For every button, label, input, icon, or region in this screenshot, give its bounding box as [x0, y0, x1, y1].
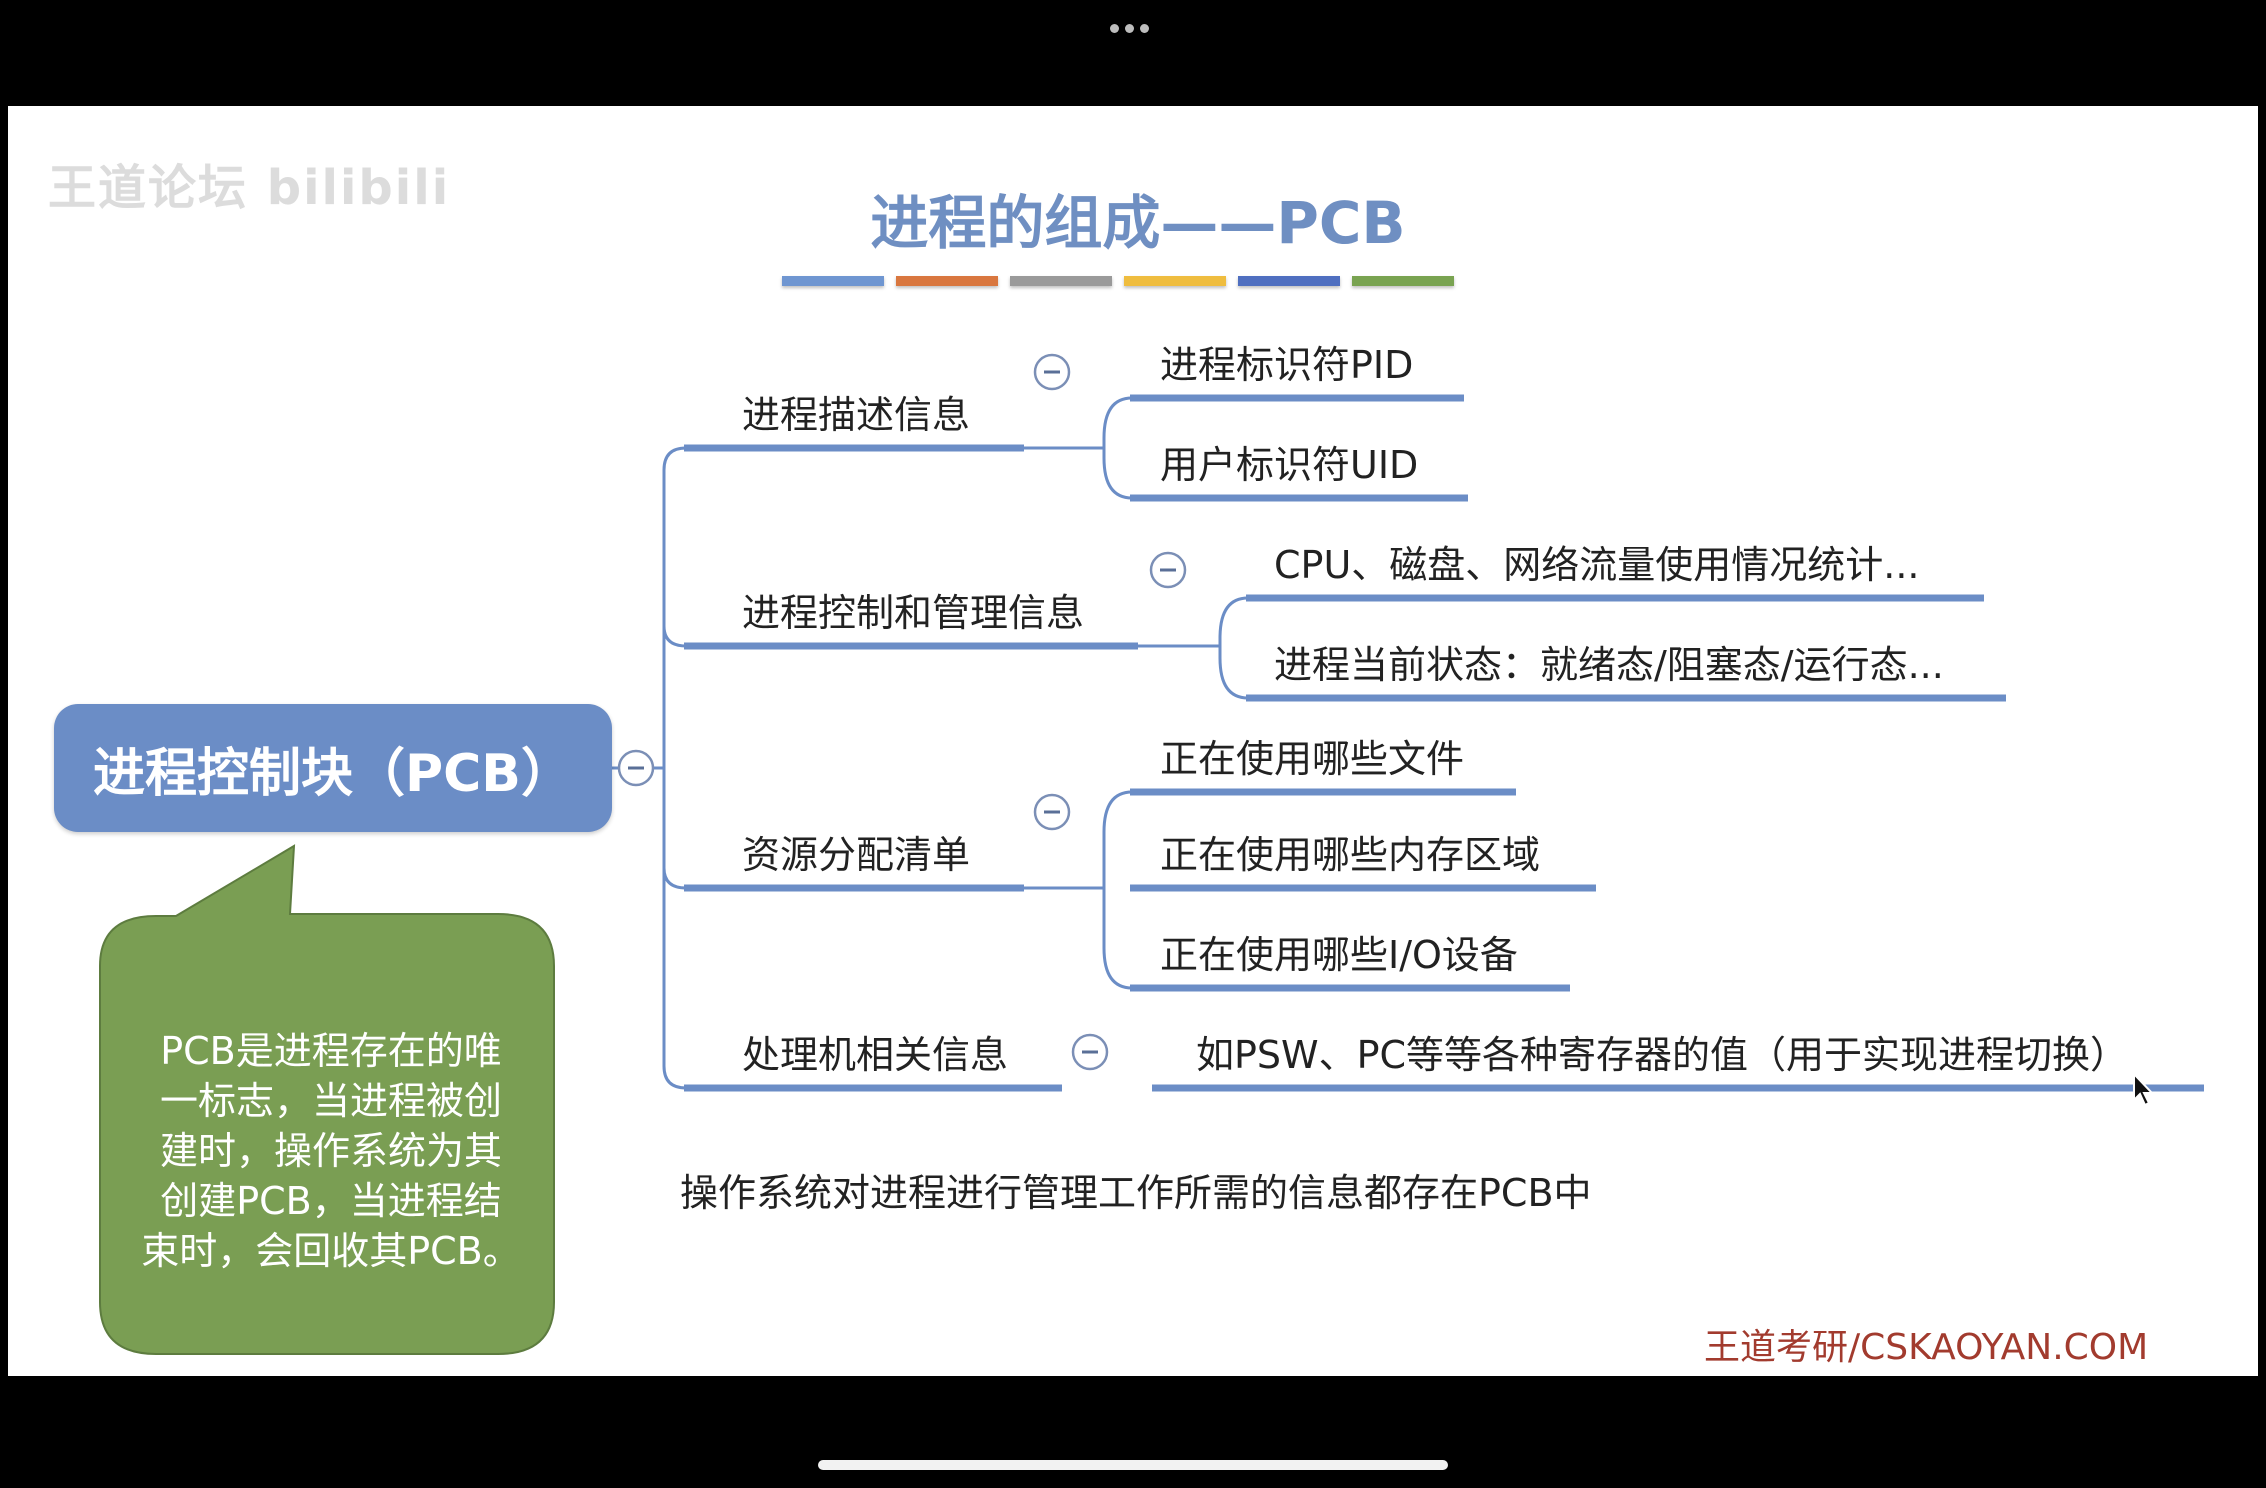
branch-node-label[interactable]: 进程控制和管理信息	[742, 591, 1085, 635]
callout-line: 一标志，当进程被创	[159, 1079, 502, 1123]
collapse-icon-branch[interactable]	[1071, 1033, 1109, 1071]
child-node-label[interactable]: 正在使用哪些I/O设备	[1160, 933, 1518, 977]
child-node-label[interactable]: 如PSW、PC等等各种寄存器的值（用于实现进程切换）	[1196, 1033, 2129, 1077]
callout-line: 束时，会回收其PCB。	[141, 1229, 521, 1273]
color-bar-segment	[1352, 276, 1454, 286]
callout-line: 建时，操作系统为其	[159, 1129, 502, 1173]
color-bar-segment	[896, 276, 998, 286]
root-node-pcb[interactable]: 进程控制块（PCB）	[54, 704, 612, 832]
collapse-icon-root[interactable]	[617, 749, 655, 787]
trunk-branch	[662, 867, 687, 890]
branch-node-label[interactable]: 进程描述信息	[742, 393, 971, 437]
window-menu-dots[interactable]	[1110, 18, 1155, 37]
color-bar-segment	[1238, 276, 1340, 286]
collapse-icon-branch[interactable]	[1033, 793, 1071, 831]
mouse-cursor-icon	[2133, 1072, 2155, 1107]
brand-text: 王道考研/CSKAOYAN.COM	[1704, 1327, 2149, 1368]
color-bar-segment	[1124, 276, 1226, 286]
child-node-label[interactable]: CPU、磁盘、网络流量使用情况统计...	[1274, 543, 1920, 587]
child-node-label[interactable]: 正在使用哪些内存区域	[1160, 833, 1541, 877]
hub-curve	[1102, 396, 1133, 500]
slide-title: 进程的组成——PCB	[870, 189, 1406, 257]
callout-bubble	[99, 844, 555, 1355]
trunk-branch	[662, 625, 687, 648]
child-node-label[interactable]: 进程当前状态：就绪态/阻塞态/运行态...	[1274, 643, 1944, 687]
color-bar-segment	[1010, 276, 1112, 286]
slide: 王道论坛 bilibili 进程的组成——PCB 进程控制块（PCB） PCB是…	[8, 106, 2258, 1376]
child-node-label[interactable]: 用户标识符UID	[1160, 443, 1419, 487]
callout-line: PCB是进程存在的唯	[160, 1029, 502, 1073]
collapse-icon-branch[interactable]	[1149, 551, 1187, 589]
child-node-label[interactable]: 进程标识符PID	[1160, 343, 1414, 387]
callout-text: PCB是进程存在的唯一标志，当进程被创建时，操作系统为其创建PCB，当进程结束时…	[104, 946, 558, 1356]
color-bar-segment	[782, 276, 884, 286]
callout-line: 创建PCB，当进程结	[160, 1179, 502, 1223]
mindmap-connectors	[99, 353, 2204, 1355]
collapse-icon-branch[interactable]	[1033, 353, 1071, 391]
branch-node-label[interactable]: 处理机相关信息	[742, 1033, 1009, 1077]
branch-node-label[interactable]: 资源分配清单	[742, 833, 971, 877]
child-node-label[interactable]: 正在使用哪些文件	[1160, 737, 1465, 781]
hub-curve	[1218, 596, 1249, 700]
footer-note: 操作系统对进程进行管理工作所需的信息都存在PCB中	[680, 1171, 1592, 1215]
home-indicator[interactable]	[818, 1460, 1448, 1470]
title-color-bar	[782, 276, 1482, 288]
watermark: 王道论坛 bilibili	[48, 160, 451, 216]
hub-curve	[1102, 790, 1133, 990]
trunk-line	[662, 446, 687, 1090]
